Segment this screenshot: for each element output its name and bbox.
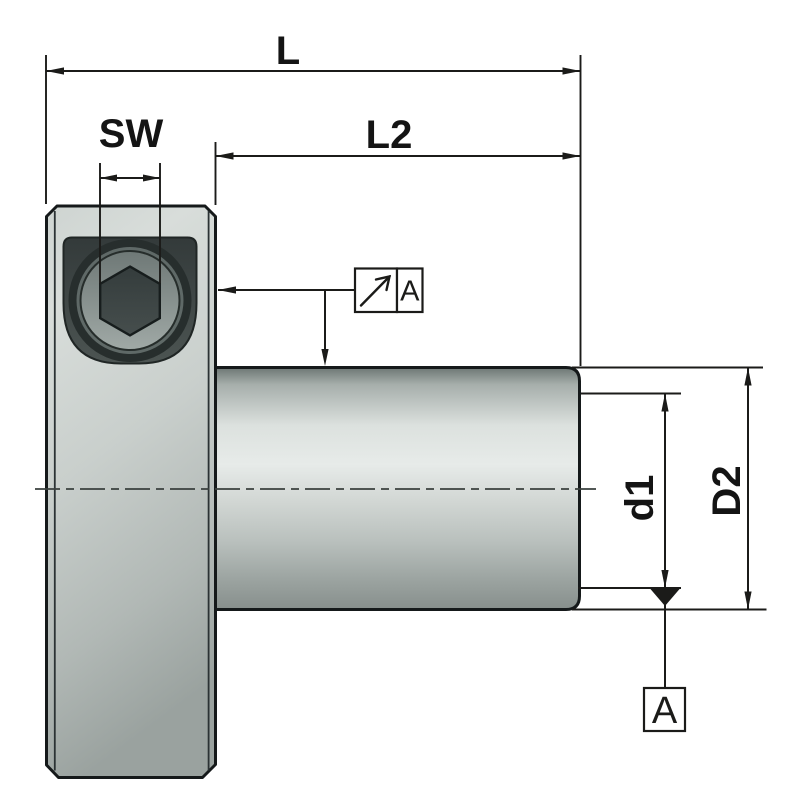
dimension-overall-length: L — [45, 29, 582, 366]
dim-D2-arrow-up — [744, 367, 752, 386]
dim-D2-label: D2 — [705, 465, 749, 516]
part-views — [35, 204, 596, 779]
callout-arrow-down — [321, 349, 329, 366]
dimension-bore-diameter: d1 — [578, 392, 681, 589]
dim-SW-label: SW — [99, 112, 164, 156]
datum-ref-box — [395, 267, 424, 314]
flange-outline — [45, 204, 217, 779]
dim-D2-arrow-down — [744, 591, 752, 610]
datum-feature-label: A — [652, 690, 678, 732]
dim-SW-arrow-left — [100, 174, 117, 182]
callout-arrow-left — [218, 286, 236, 294]
dimension-shaft-length: L2 — [214, 113, 581, 205]
dim-L2-arrow-left — [215, 152, 234, 160]
dim-d1-arrow-down — [661, 570, 669, 588]
dim-L2-label: L2 — [366, 113, 413, 157]
dim-L-arrow-right — [562, 67, 581, 75]
direction-arrow-icon — [359, 274, 392, 307]
dim-L-arrow-left — [46, 67, 64, 75]
runout-reference-callout: A — [218, 267, 424, 366]
datum-ref-label: A — [400, 276, 420, 308]
dim-d1-arrow-up — [661, 393, 669, 412]
dimension-shaft-diameter: D2 — [572, 366, 767, 611]
dimension-hex-width: SW — [99, 112, 164, 284]
dim-SW-arrow-right — [143, 174, 160, 182]
dim-L-label: L — [276, 29, 300, 73]
dim-d1-label: d1 — [618, 475, 662, 522]
datum-feature-callout: A — [642, 588, 687, 733]
dim-L2-arrow-right — [562, 152, 581, 160]
datum-feature-box — [642, 686, 687, 733]
